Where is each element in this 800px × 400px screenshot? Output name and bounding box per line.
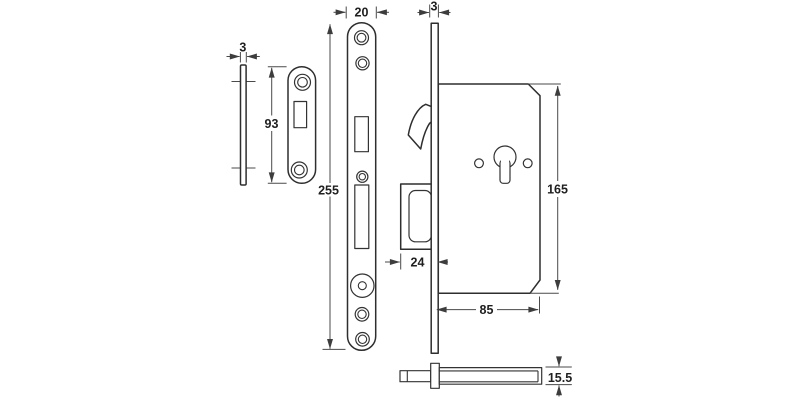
- dim-strike-plate-thickness: 3: [226, 41, 260, 63]
- dim-bolt-projection: 24: [385, 253, 448, 270]
- pin-hole-inner: [358, 172, 367, 181]
- dim-case-height: 165: [547, 85, 568, 291]
- screw-hole-inner: [356, 32, 367, 43]
- strike-slot: [293, 100, 308, 129]
- dim-label-case-depth: 85: [480, 303, 494, 317]
- dim-faceplate-width: 20: [333, 5, 389, 19]
- euro-cylinder-cutout: [493, 145, 517, 184]
- screw-hole: [293, 73, 312, 91]
- screw-hole-inner: [357, 334, 368, 345]
- cylinder-hole-center: [357, 281, 367, 291]
- screw-hole: [355, 331, 370, 347]
- dim-label-strike-height: 93: [265, 117, 279, 131]
- fixing-hole-right: [522, 158, 533, 169]
- pin-hole: [356, 170, 369, 183]
- strike-plate-side-view: [231, 64, 256, 186]
- faceplate-slot-lower: [354, 184, 370, 250]
- screw-hole: [290, 161, 308, 179]
- dim-label-bolt-projection: 24: [411, 255, 425, 269]
- screw-hole-inner: [357, 58, 368, 69]
- cylinder-hole: [349, 273, 375, 298]
- strike-plate-edge: [239, 64, 247, 186]
- faceplate-slot-upper: [354, 116, 369, 153]
- hook-bolt: [407, 103, 434, 150]
- dim-case-depth: 85: [436, 296, 540, 317]
- dim-strike-plate-height: 93: [265, 66, 287, 184]
- dim-label-strike-thickness: 3: [239, 41, 246, 55]
- spindle-tip: [399, 370, 432, 383]
- lock-case: [399, 22, 561, 355]
- faceplate-front-view: [346, 21, 377, 352]
- lock-case-body: [437, 83, 541, 295]
- dim-label-case-plate-thickness: 3: [431, 0, 438, 14]
- screw-hole-inner: [357, 309, 367, 320]
- spindle-bar: [438, 367, 543, 385]
- fixing-hole-left: [474, 158, 485, 169]
- dim-spindle-height: 15.5: [545, 356, 572, 397]
- spindle-collar: [430, 362, 440, 389]
- screw-hole: [354, 306, 370, 322]
- dim-faceplate-length: 255: [318, 23, 346, 350]
- case-faceplate: [430, 22, 439, 355]
- screw-hole-inner: [293, 164, 305, 176]
- dim-label-faceplate-length: 255: [318, 183, 339, 197]
- dim-label-spindle-height: 15.5: [548, 371, 572, 385]
- dim-label-faceplate-width: 20: [355, 5, 369, 19]
- deadbolt-face: [408, 189, 432, 243]
- screw-hole-inner: [297, 76, 308, 88]
- dim-label-case-height: 165: [547, 182, 568, 196]
- dim-case-faceplate-thickness: 3: [417, 0, 451, 18]
- join-patch: [500, 157, 510, 171]
- strike-plate-front-view: [287, 65, 317, 185]
- spindle-side-view: [399, 362, 543, 389]
